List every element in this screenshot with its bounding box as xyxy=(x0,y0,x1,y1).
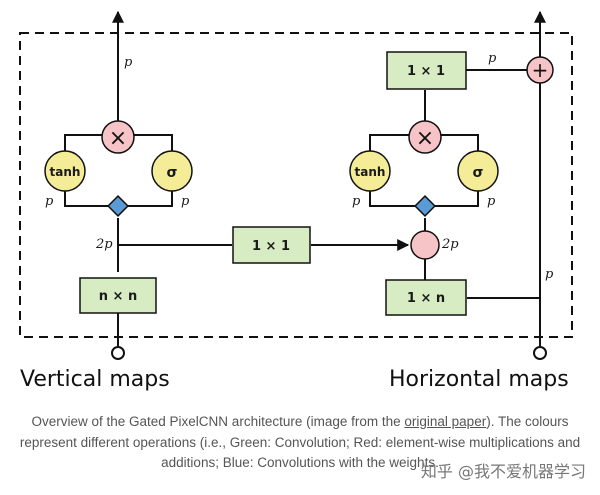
edge-label-p: p xyxy=(181,194,190,209)
vertical-to-horizontal-conv-box xyxy=(232,226,311,264)
edge-label-2p: 2p xyxy=(441,237,459,252)
horizontal-sigmoid-gate xyxy=(457,150,499,192)
horizontal-tanh-label: tanh xyxy=(355,165,386,179)
horizontal-stack-lines xyxy=(311,10,546,346)
vertical-conv-n-by-n-box xyxy=(79,277,157,314)
vertical-multiply-node xyxy=(101,120,135,154)
edge-label-2p: 2p xyxy=(95,237,113,252)
residual-add-node xyxy=(526,56,554,84)
edge-label-p: p xyxy=(487,194,496,209)
zhihu-watermark: 知乎 @我不爱机器学习 xyxy=(420,462,586,481)
gated-pixelcnn-diagram: n × n tanh σ × 1 × 1 1 × n tanh σ × 1 × … xyxy=(19,10,573,392)
vertical-sigmoid-label: σ xyxy=(167,165,178,181)
caption-text-after: ). The colours represent different opera… xyxy=(19,414,581,470)
edge-label-p: p xyxy=(352,194,361,209)
horizontal-output-conv-label: 1 × 1 xyxy=(407,64,445,79)
horizontal-conv-1-by-n-box xyxy=(385,279,467,316)
horizontal-add-node xyxy=(410,230,440,260)
caption-text-before: Overview of the Gated PixelCNN architect… xyxy=(31,414,405,429)
figure-caption: Overview of the Gated PixelCNN architect… xyxy=(10,412,590,474)
residual-add-symbol: + xyxy=(532,58,549,82)
horizontal-input-terminal xyxy=(533,346,547,360)
vertical-tanh-label: tanh xyxy=(50,165,81,179)
horizontal-multiply-symbol: × xyxy=(416,126,434,151)
horizontal-sigmoid-label: σ xyxy=(473,165,484,181)
vertical-sigmoid-gate xyxy=(151,150,193,192)
horizontal-tanh-gate xyxy=(349,150,391,192)
vertical-to-horizontal-conv-label: 1 × 1 xyxy=(252,239,290,254)
vertical-tanh-gate xyxy=(44,150,86,192)
vertical-multiply-symbol: × xyxy=(109,126,127,151)
horizontal-multiply-node xyxy=(408,120,442,154)
edge-label-p: p xyxy=(45,194,54,209)
split-diamond-vertical xyxy=(107,195,129,217)
vertical-conv-label: n × n xyxy=(99,289,137,304)
layer-boundary xyxy=(19,32,573,338)
horizontal-conv-label: 1 × n xyxy=(407,291,445,306)
horizontal-output-conv-box xyxy=(386,51,467,90)
original-paper-link[interactable]: original paper xyxy=(404,414,487,429)
split-diamond-horizontal xyxy=(414,195,436,217)
vertical-maps-label: Vertical maps xyxy=(20,367,170,392)
edge-label-p: p xyxy=(124,55,133,70)
vertical-input-terminal xyxy=(111,346,125,360)
vertical-stack-lines xyxy=(64,10,232,346)
edge-label-p: p xyxy=(545,267,554,282)
horizontal-maps-label: Horizontal maps xyxy=(389,367,569,392)
edge-label-p: p xyxy=(488,51,497,66)
